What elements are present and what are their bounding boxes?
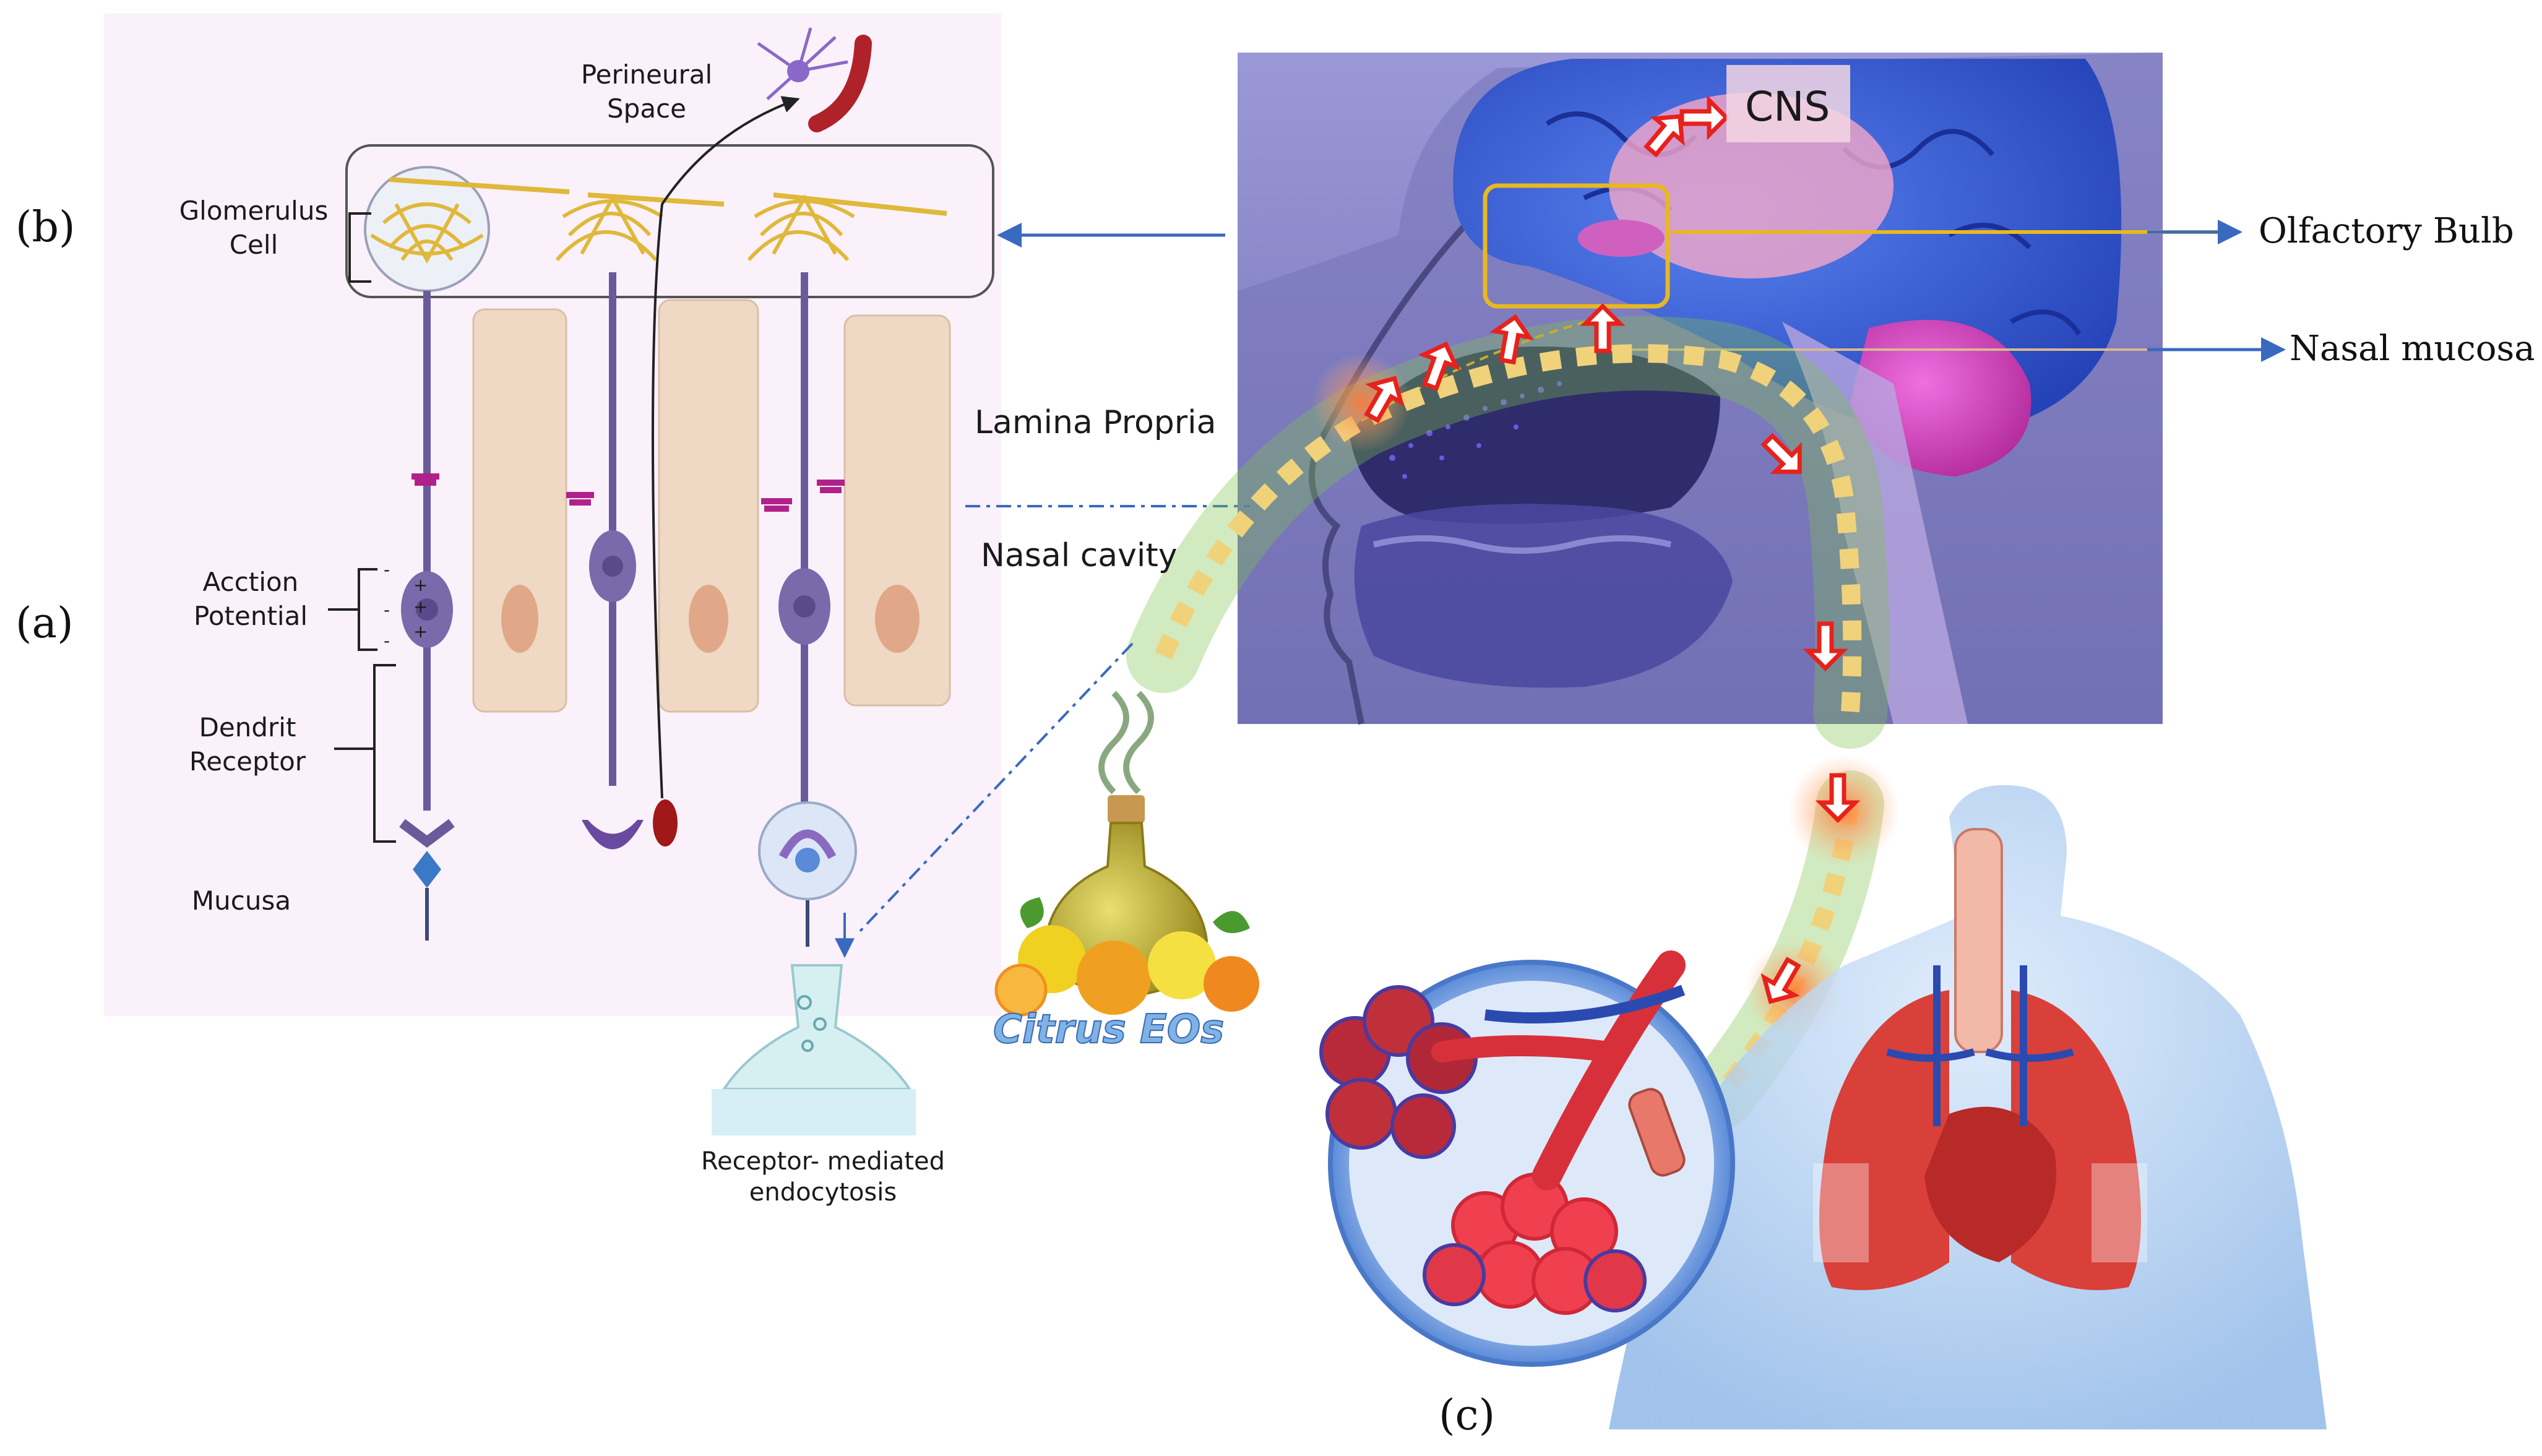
endocytosis-label-line2: endocytosis: [749, 1178, 897, 1207]
trachea: [1954, 828, 2003, 1053]
dendrite-receptor-label-line2: Receptor: [189, 746, 306, 777]
orange-icon: [1204, 956, 1259, 1012]
supporting-cells: [472, 299, 951, 713]
olfactory-bulb-shape: [1578, 220, 1665, 257]
cns-label-box: [1726, 65, 1850, 142]
glomerulus-bracket: [348, 212, 371, 283]
vapor-icon: [1098, 691, 1154, 795]
charge-sign: -: [384, 631, 390, 651]
perineural-label-line2: Space: [607, 93, 686, 124]
charge-sign: -: [384, 600, 390, 620]
glomerulus-box: [345, 144, 994, 298]
bottle-cork: [1108, 795, 1145, 823]
panel-label-a: (a): [15, 599, 74, 648]
olfactory-neuron-2: [566, 272, 678, 850]
heart: [1924, 1106, 2057, 1262]
respiratory-illustration: [1319, 785, 2327, 1429]
perineural-path: [652, 96, 800, 799]
orange-icon: [1077, 941, 1151, 1015]
red-flow-arrow: [1760, 957, 1801, 1004]
red-flow-arrow: [1815, 773, 1861, 823]
charge-sign: +: [413, 621, 428, 642]
action-potential-label-line1: Acction: [203, 567, 299, 597]
red-flow-arrow: [1679, 95, 1730, 140]
olfactory-bulb-label: Olfactory Bulb: [2259, 211, 2514, 251]
action-potential-bracket: [328, 568, 377, 651]
olfactory-neuron-3: [758, 272, 857, 947]
olfactory-schematic: - + - + - + Perineural Space Glomerulus …: [104, 14, 1225, 1207]
face-profile: [1309, 202, 1488, 725]
leaf-icon: [1020, 897, 1250, 933]
orange-slice-icon: [994, 963, 1048, 1017]
glomerulus-cell-1: [364, 166, 570, 292]
right-lung: [1819, 990, 1949, 1290]
charge-sign: -: [384, 559, 390, 580]
panel-label-b: (b): [15, 203, 75, 252]
endocytosis-vesicle: [712, 964, 916, 1135]
alveoli-cluster-lower: [1423, 1173, 1647, 1315]
dendrite-receptor-label-line1: Dendrit: [199, 712, 296, 743]
rib-overlay: [1813, 1163, 1869, 1262]
red-flow-arrow: [1643, 114, 1685, 158]
blood-vessel-icon: [808, 35, 872, 132]
dendrite-bracket: [334, 664, 396, 843]
oral-cavity-shape: [1354, 504, 1733, 688]
charge-sign: +: [413, 597, 428, 617]
red-flow-arrow: [1418, 341, 1460, 391]
olfactory-neuron-1: [399, 291, 455, 941]
red-flow-arrow: [1489, 314, 1534, 365]
vein-branch: [1484, 984, 1686, 1023]
glomerulus-label-line2: Cell: [230, 230, 278, 260]
red-flow-arrow: [1760, 433, 1802, 474]
panel-label-c: (c): [1439, 1391, 1495, 1440]
cns-label: CNS: [1745, 83, 1830, 131]
mucusa-label: Mucusa: [192, 885, 291, 916]
citrus-eos-label: Citrus EOs: [993, 1007, 1224, 1053]
citrus-eo-bottle: [994, 691, 1259, 1017]
rib-overlay: [2092, 1163, 2147, 1262]
glomerulus-label-line1: Glomerulus: [179, 196, 329, 226]
body-silhouette: [1609, 785, 2327, 1429]
red-flow-arrow: [1364, 376, 1405, 423]
action-potential-label-line2: Potential: [194, 601, 308, 631]
receptor-connector: [856, 642, 1134, 936]
brainstem: [1782, 322, 1968, 724]
nasal-mucosa-label: Nasal mucosa: [2290, 329, 2535, 369]
airway-tube: [1628, 1088, 1686, 1177]
glomerulus-cell-3: [747, 192, 947, 261]
teeth-outline: [1372, 535, 1672, 554]
olfactory-bulb-highlight-box: [1483, 183, 1670, 309]
perineural-label-line1: Perineural: [581, 59, 712, 90]
dotted-path-upper: [1155, 344, 1862, 712]
perineural-neuron-icon: [757, 27, 848, 100]
mucosa-dash-line: [1360, 314, 1609, 422]
endocytosis-label-line1: Receptor- mediated: [701, 1147, 945, 1176]
nasal-cavity-label: Nasal cavity: [981, 537, 1178, 574]
aroma-particles: [1389, 381, 1562, 479]
bronchiole-branch: [1431, 1035, 1619, 1062]
charge-sign: +: [413, 575, 428, 595]
lemon-icon: [1148, 931, 1216, 999]
glow-spot: [1312, 353, 1411, 452]
glomerulus-cell-2: [555, 192, 725, 261]
red-flow-arrow: [1580, 303, 1626, 353]
blood-vessels: [1886, 965, 2074, 1126]
red-flow-arrow: [1803, 621, 1848, 671]
lamina-propria-label: Lamina Propria: [975, 404, 1216, 441]
